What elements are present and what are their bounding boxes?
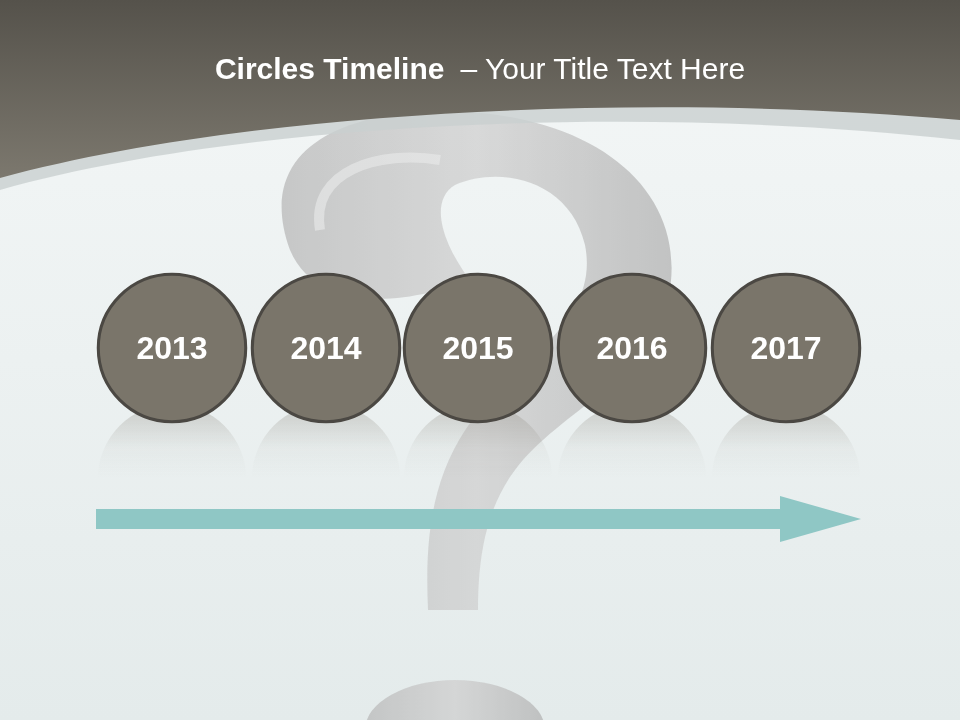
timeline-arrow xyxy=(96,496,861,542)
year-circle: 2013 xyxy=(96,272,248,424)
year-label: 2015 xyxy=(442,330,513,367)
circle-fill xyxy=(98,274,245,421)
year-label: 2014 xyxy=(290,330,361,367)
year-circle: 2017 xyxy=(710,272,862,424)
title: Circles Timeline xyxy=(215,52,445,85)
subtitle: – Your Title Text Here xyxy=(460,52,745,85)
year-circle: 2015 xyxy=(402,272,554,424)
header-band xyxy=(0,0,960,190)
year-circle: 2014 xyxy=(250,272,402,424)
circle-fill xyxy=(252,274,399,421)
circle-content: 2017 xyxy=(710,272,862,424)
year-label: 2013 xyxy=(136,330,207,367)
year-label: 2017 xyxy=(750,330,821,367)
circle-content: 2016 xyxy=(556,272,708,424)
circle-fill xyxy=(712,274,859,421)
circle-content: 2013 xyxy=(96,272,248,424)
header-bar xyxy=(0,0,960,178)
year-label: 2016 xyxy=(596,330,667,367)
circle-content: 2015 xyxy=(402,272,554,424)
year-circle: 2016 xyxy=(556,272,708,424)
circle-content: 2014 xyxy=(250,272,402,424)
title-bar: Circles Timeline – Your Title Text Here xyxy=(0,52,960,86)
circle-fill xyxy=(558,274,705,421)
circle-fill xyxy=(404,274,551,421)
